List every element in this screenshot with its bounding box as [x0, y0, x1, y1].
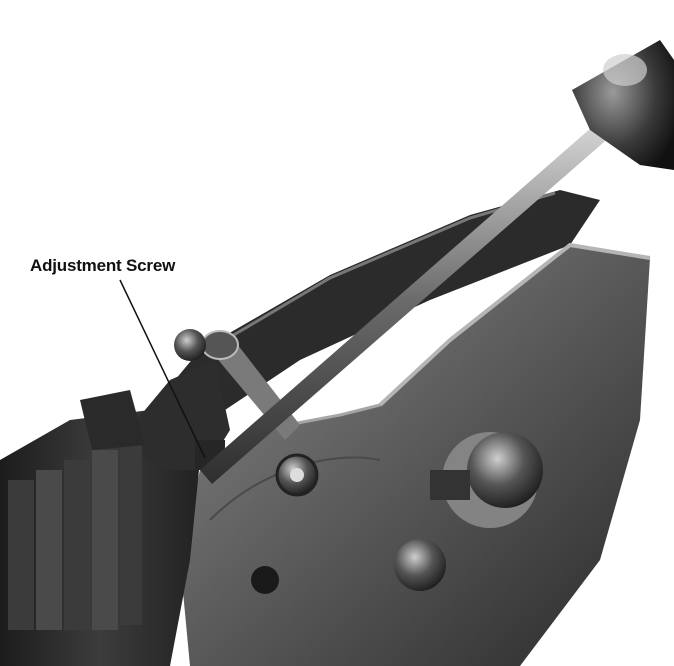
adjustment-screw-label: Adjustment Screw [30, 256, 176, 275]
side-plate [180, 242, 651, 666]
screwdriver [200, 40, 674, 484]
plate-screws [251, 432, 543, 594]
callout-leader-line [119, 279, 206, 459]
ratchet-teeth [8, 390, 145, 630]
